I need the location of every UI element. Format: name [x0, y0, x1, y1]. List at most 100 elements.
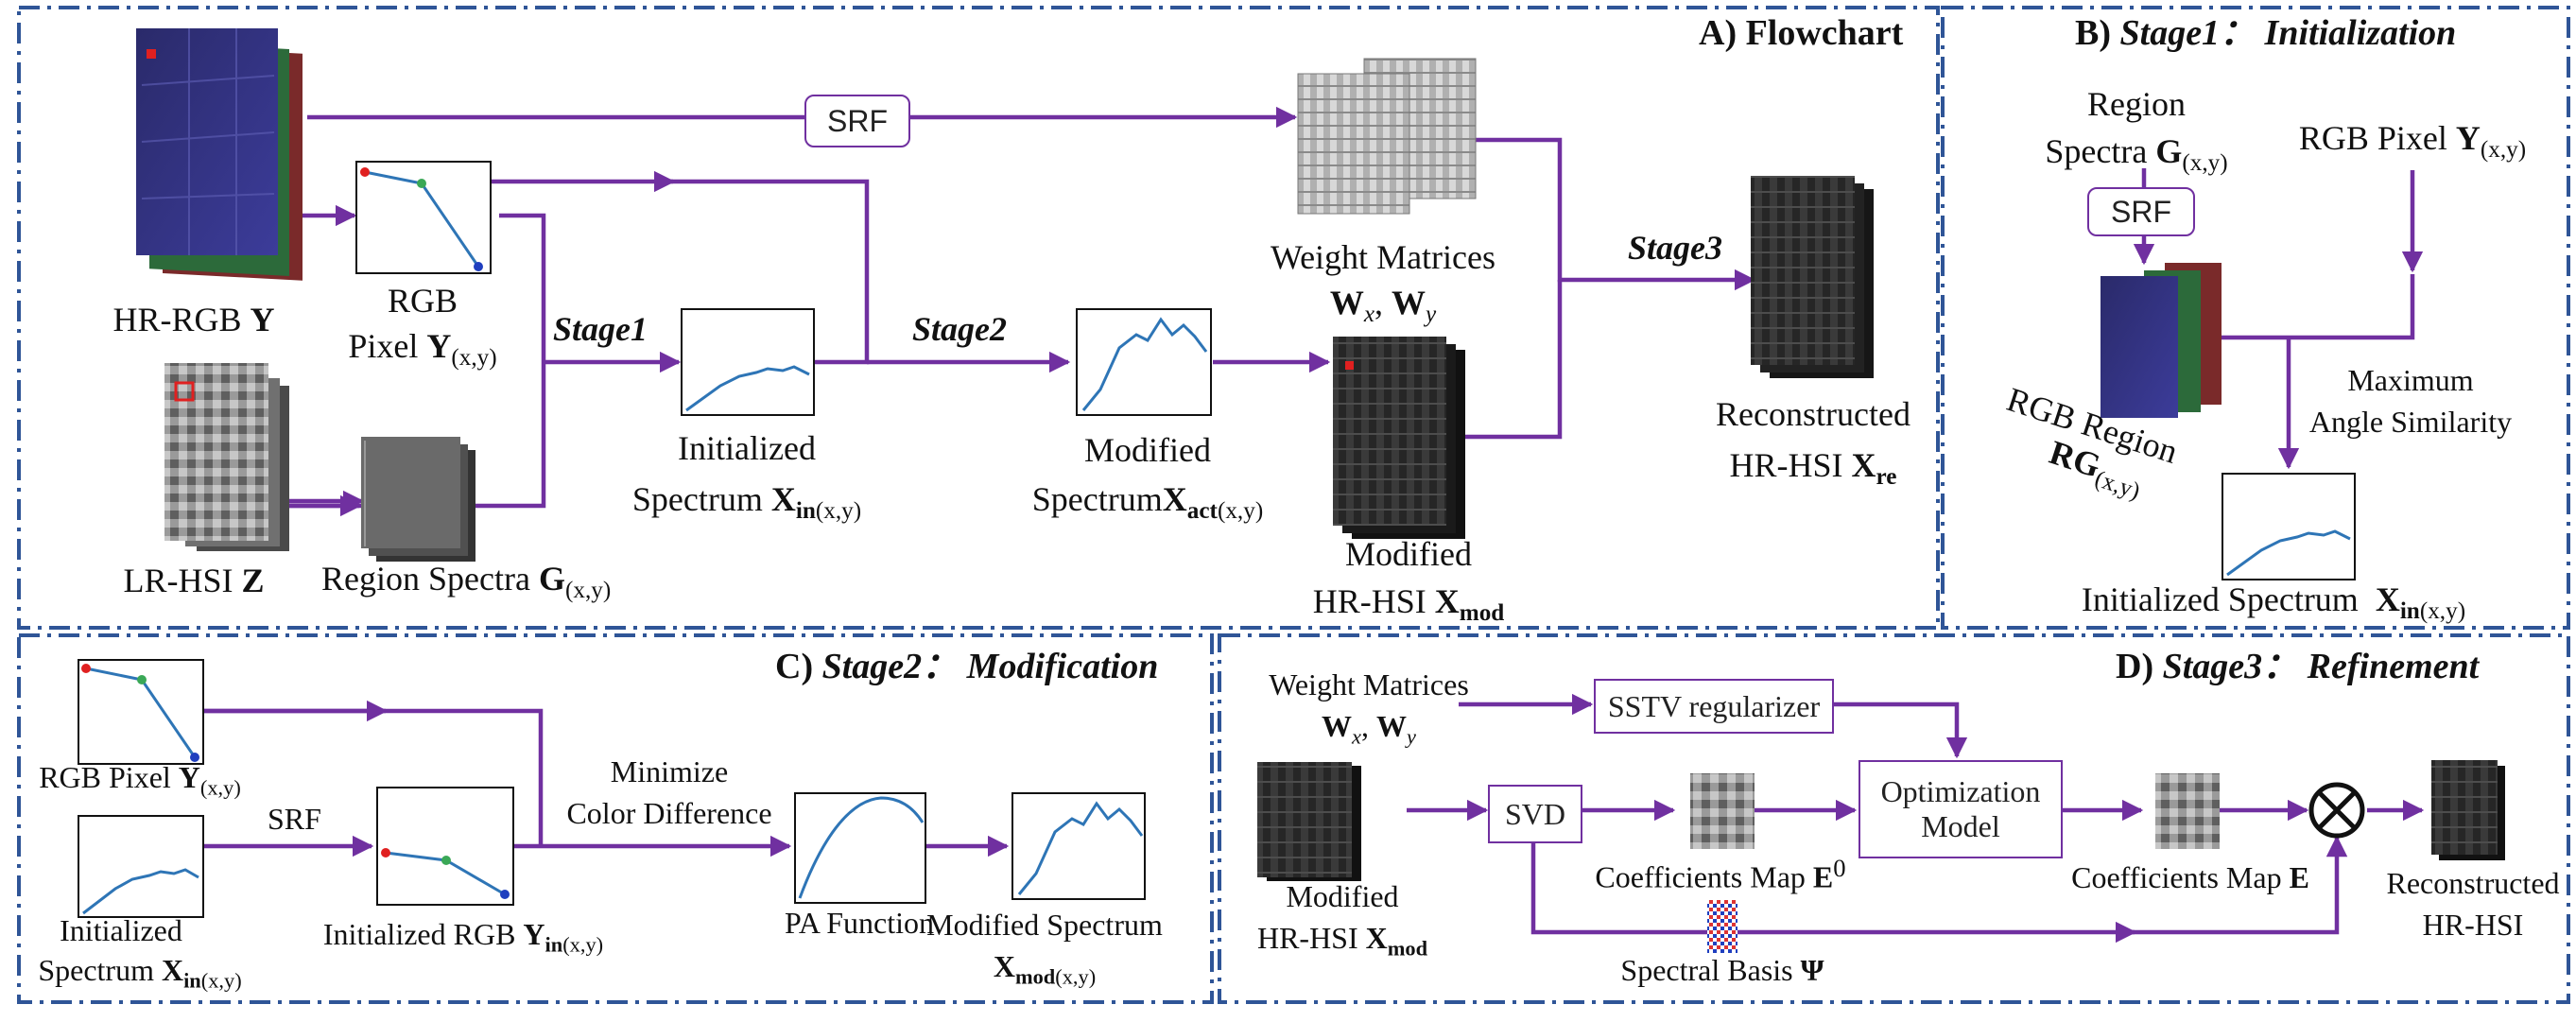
sstv-box: SSTV regularizer — [1594, 679, 1834, 734]
hr-rgb-text: HR-RGB — [112, 301, 242, 338]
hr-rgb-label: HR-RGB Y — [112, 301, 275, 338]
c-modified-plot — [1011, 792, 1146, 900]
d-weight-matrices-symbols: Wx, Wy — [1322, 709, 1416, 749]
c-pa-function-plot — [794, 792, 926, 904]
c-initialized-rgb-label: Initialized RGB Yin(x,y) — [322, 917, 604, 957]
d-spectral-basis-label: Spectral Basis Ψ — [1620, 953, 1824, 987]
hr-rgb-image — [136, 28, 303, 281]
panel-b-title: B) Stage1： Initialization — [2075, 13, 2457, 53]
d-coeff-map0-label: Coefficients Map E0 — [1595, 854, 1846, 894]
b-rgb-pixel-label: RGB Pixel Y(x,y) — [2298, 119, 2527, 164]
c-modified-label-1: Modified Spectrum — [926, 908, 1163, 942]
reconstructed-label-2: HR-HSI Xre — [1729, 446, 1897, 491]
modified-hsi-label-2: HR-HSI Xmod — [1312, 582, 1505, 627]
optimization-text-1: Optimization — [1880, 774, 2041, 808]
lr-hsi-label: LR-HSI Z — [123, 563, 264, 599]
d-reconstructed-image — [2431, 760, 2505, 860]
panel-d-prefix: D) — [2116, 647, 2154, 686]
svd-box: SVD — [1488, 785, 1582, 843]
d-coeff-map-label: Coefficients Map E — [2071, 860, 2309, 894]
modified-spectrum-label-2: SpectrumXact(x,y) — [1031, 480, 1264, 525]
initialized-spectrum-label-1: Initialized — [678, 429, 816, 467]
weight-matrices-image — [1297, 58, 1477, 215]
d-coeff-map-image — [2155, 773, 2220, 849]
c-initialized-text: Spectrum — [38, 953, 154, 987]
srf-box-a: SRF — [804, 95, 910, 147]
spectral-basis-image — [1707, 900, 1738, 953]
modified-hsi-label-1: Modified — [1345, 535, 1472, 573]
d-coeff-map0-image — [1690, 773, 1755, 849]
initialized-spectrum-label-2: Spectrum Xin(x,y) — [631, 480, 862, 525]
region-spectra-text: Region Spectra — [321, 560, 530, 598]
initialized-spectrum-plot-a — [681, 308, 815, 416]
weight-matrices-symbols: Wx, Wy — [1329, 284, 1437, 328]
panel-d-name: Stage3： Refinement — [2162, 647, 2480, 686]
c-minimize-label-2: Color Difference — [566, 796, 772, 830]
b-region-label-2: Spectra G(x,y) — [2045, 132, 2228, 177]
c-rgb-pixel-plot — [78, 659, 204, 765]
d-modified-label-1: Modified — [1286, 879, 1399, 913]
rgb-region-image — [2101, 263, 2222, 418]
d-weight-matrices-label: Weight Matrices — [1269, 667, 1469, 702]
d-reconstructed-label-1: Reconstructed — [2386, 866, 2560, 900]
b-region-text: Spectra — [2045, 132, 2148, 170]
c-initialized-label-2: Spectrum Xin(x,y) — [38, 953, 242, 993]
d-spectral-basis-text: Spectral Basis — [1620, 953, 1793, 987]
modified-spectrum-plot-a — [1076, 308, 1212, 416]
d-modified-hsi-image — [1257, 762, 1361, 881]
c-pa-function-label: PA Function — [785, 906, 934, 940]
lr-hsi-image — [164, 363, 289, 551]
lr-hsi-symbol: Z — [241, 562, 265, 599]
c-minimize-label-1: Minimize — [610, 754, 729, 788]
panel-c-name: Stage2： Modification — [821, 647, 1159, 686]
d-coeff-map0-text: Coefficients Map — [1595, 859, 1806, 894]
region-spectra-image — [361, 437, 475, 562]
d-reconstructed-label-2: HR-HSI — [2422, 908, 2524, 942]
panel-b-name: Stage1： Initialization — [2119, 13, 2457, 53]
b-region-label-1: Region — [2087, 85, 2186, 123]
rgb-pixel-text: Pixel — [348, 327, 419, 365]
modified-hsi-image — [1333, 337, 1465, 539]
lr-hsi-text: LR-HSI — [123, 562, 233, 599]
stage3-label: Stage3 — [1628, 229, 1723, 267]
modified-spectrum-text: Spectrum — [1031, 480, 1163, 518]
region-spectra-label: Region Spectra G(x,y) — [321, 560, 612, 604]
c-initialized-label-1: Initialized — [60, 913, 182, 947]
b-initialized-label: Initialized Spectrum Xin(x,y) — [2081, 580, 2466, 625]
d-modified-text: HR-HSI — [1256, 921, 1358, 955]
multiply-icon — [2308, 782, 2365, 839]
hr-rgb-symbol: Y — [250, 301, 275, 338]
rgb-pixel-label-2: Pixel Y(x,y) — [348, 327, 497, 372]
panel-b-prefix: B) — [2075, 13, 2111, 53]
stage2-label: Stage2 — [912, 310, 1008, 348]
rgb-pixel-plot-a — [355, 161, 492, 274]
d-coeff-map-text: Coefficients Map — [2071, 860, 2282, 894]
c-modified-label-2: Xmod(x,y) — [993, 949, 1097, 989]
srf-box-b: SRF — [2087, 187, 2195, 236]
stage1-label: Stage1 — [553, 310, 648, 348]
b-max-angle-1: Maximum — [2347, 363, 2474, 397]
reconstructed-hsi-image — [1751, 176, 1874, 378]
b-initialized-plot — [2222, 473, 2356, 580]
panel-c-prefix: C) — [775, 647, 814, 686]
c-initialized-plot — [78, 815, 204, 918]
c-initialized-rgb-plot — [376, 787, 514, 906]
c-srf-label: SRF — [268, 802, 321, 836]
reconstructed-text: HR-HSI — [1729, 446, 1843, 484]
initialized-spectrum-text: Spectrum — [631, 480, 763, 518]
c-rgb-pixel-label: RGB Pixel Y(x,y) — [39, 760, 241, 800]
reconstructed-label-1: Reconstructed — [1716, 395, 1910, 433]
d-modified-label-2: HR-HSI Xmod — [1256, 921, 1428, 961]
b-initialized-text: Initialized Spectrum — [2081, 580, 2359, 618]
b-rgb-pixel-text: RGB Pixel — [2298, 119, 2447, 157]
modified-hsi-text: HR-HSI — [1312, 582, 1426, 620]
panel-c-title: C) Stage2： Modification — [775, 647, 1159, 686]
panel-d-title: D) Stage3： Refinement — [2116, 647, 2480, 686]
c-rgb-pixel-text: RGB Pixel — [39, 760, 171, 794]
panel-borders — [17, 6, 2570, 1004]
panel-a-title: A) Flowchart — [1699, 13, 1904, 53]
weight-matrices-label: Weight Matrices — [1270, 238, 1496, 276]
rgb-pixel-label-1: RGB — [387, 282, 458, 320]
